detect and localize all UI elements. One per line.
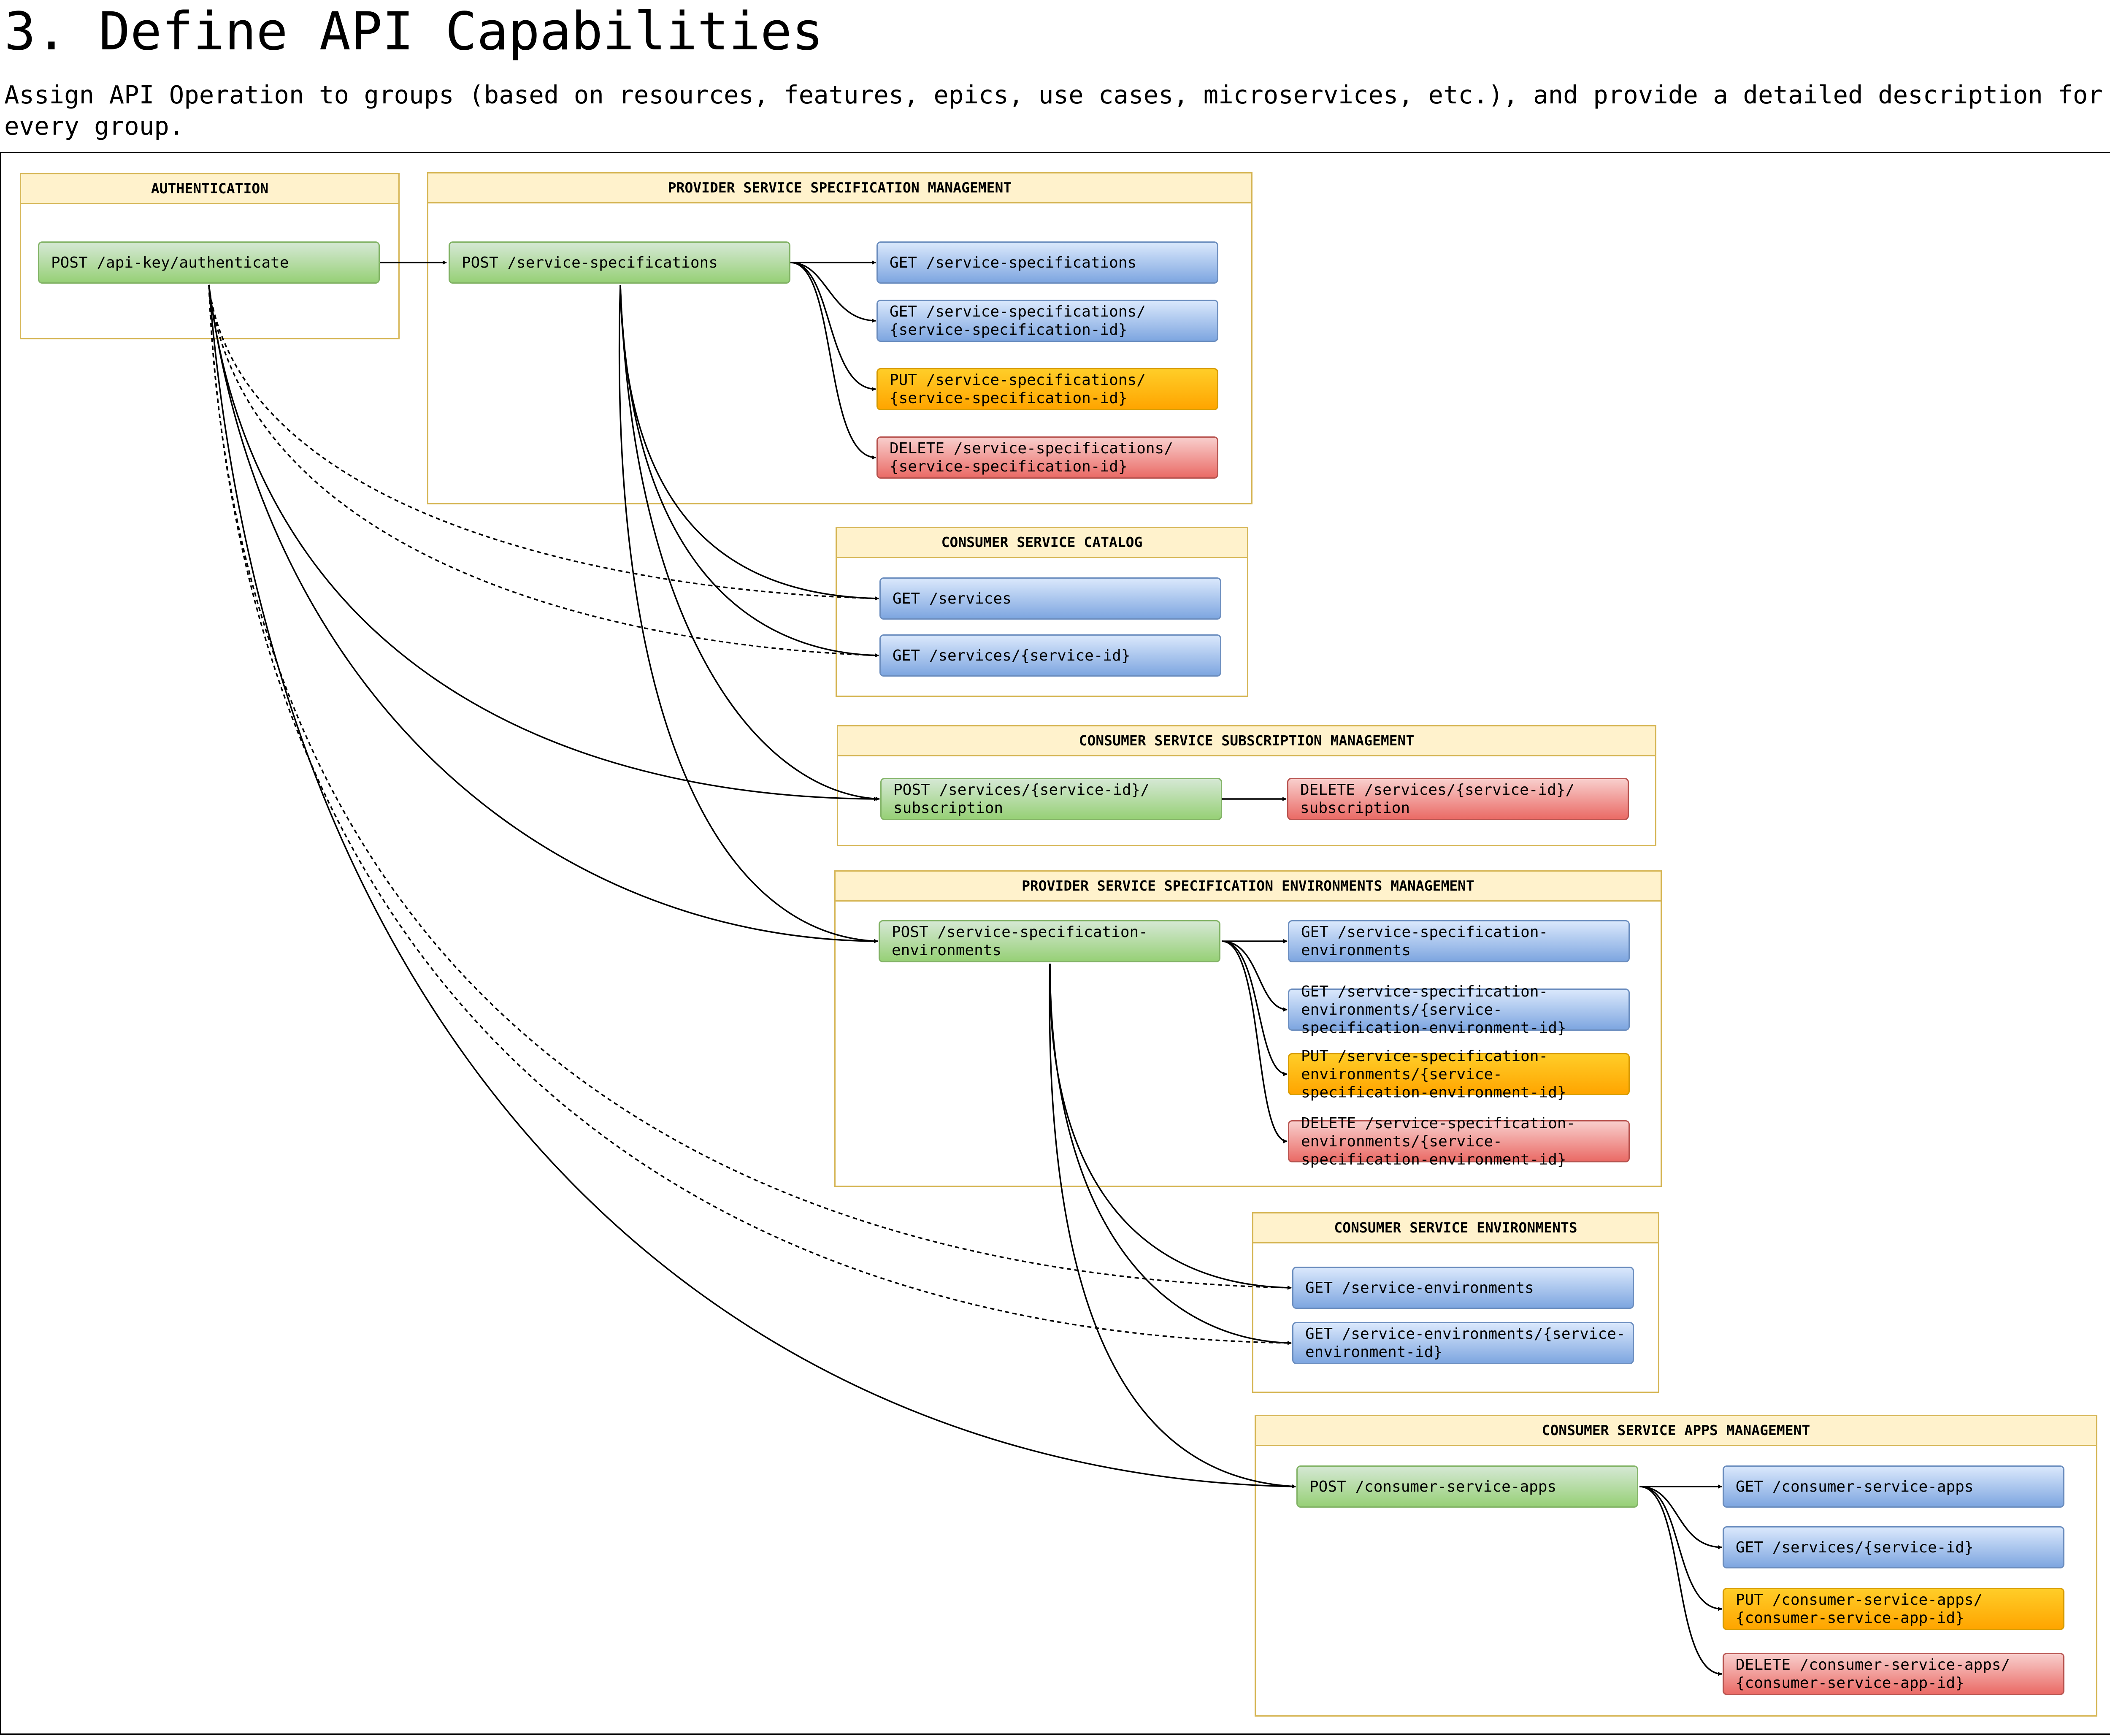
- op-get-service-specification[interactable]: GET /service-specifications/ {service-sp…: [876, 300, 1218, 342]
- op-get-service-environments[interactable]: GET /service-environments: [1292, 1267, 1634, 1309]
- op-get-service-specifications[interactable]: GET /service-specifications: [876, 241, 1218, 284]
- op-get-service-environment[interactable]: GET /service-environments/{service- envi…: [1292, 1322, 1634, 1364]
- op-delete-service-specification[interactable]: DELETE /service-specifications/ {service…: [876, 436, 1218, 479]
- op-post-consumer-service-apps[interactable]: POST /consumer-service-apps: [1296, 1465, 1638, 1508]
- page-description: Assign API Operation to groups (based on…: [4, 80, 2103, 141]
- op-put-service-specification[interactable]: PUT /service-specifications/ {service-sp…: [876, 368, 1218, 410]
- op-delete-service-subscription[interactable]: DELETE /services/{service-id}/ subscript…: [1287, 778, 1629, 820]
- group-title: CONSUMER SERVICE CATALOG: [837, 528, 1247, 558]
- group-title: AUTHENTICATION: [21, 174, 398, 204]
- op-put-service-specification-environment[interactable]: PUT /service-specification- environments…: [1288, 1048, 1630, 1101]
- group-title: CONSUMER SERVICE APPS MANAGEMENT: [1256, 1416, 2096, 1446]
- op-get-consumer-service-apps[interactable]: GET /consumer-service-apps: [1723, 1465, 2064, 1508]
- group-title: PROVIDER SERVICE SPECIFICATION ENVIRONME…: [836, 872, 1661, 902]
- op-post-service-specification-environments[interactable]: POST /service-specification- environment…: [879, 920, 1220, 962]
- op-put-consumer-service-app[interactable]: PUT /consumer-service-apps/ {consumer-se…: [1723, 1588, 2064, 1630]
- op-delete-consumer-service-app[interactable]: DELETE /consumer-service-apps/ {consumer…: [1723, 1653, 2064, 1695]
- op-post-api-key-authenticate[interactable]: POST /api-key/authenticate: [38, 241, 380, 284]
- group-title: CONSUMER SERVICE ENVIRONMENTS: [1253, 1213, 1658, 1243]
- op-get-services[interactable]: GET /services: [879, 577, 1221, 620]
- op-post-service-specifications[interactable]: POST /service-specifications: [449, 241, 790, 284]
- op-delete-service-specification-environment[interactable]: DELETE /service-specification- environme…: [1288, 1115, 1630, 1168]
- group-title: CONSUMER SERVICE SUBSCRIPTION MANAGEMENT: [838, 726, 1655, 756]
- op-post-service-subscription[interactable]: POST /services/{service-id}/ subscriptio…: [880, 778, 1222, 820]
- op-get-service-specification-environments[interactable]: GET /service-specification- environments: [1288, 920, 1630, 962]
- page-title: 3. Define API Capabilities: [4, 1, 824, 62]
- diagram-canvas: [0, 152, 2110, 1735]
- op-get-service[interactable]: GET /services/{service-id}: [879, 634, 1221, 677]
- op-get-service-specification-environment[interactable]: GET /service-specification- environments…: [1288, 983, 1630, 1037]
- op-get-service-in-apps[interactable]: GET /services/{service-id}: [1723, 1526, 2064, 1568]
- group-title: PROVIDER SERVICE SPECIFICATION MANAGEMEN…: [428, 173, 1251, 203]
